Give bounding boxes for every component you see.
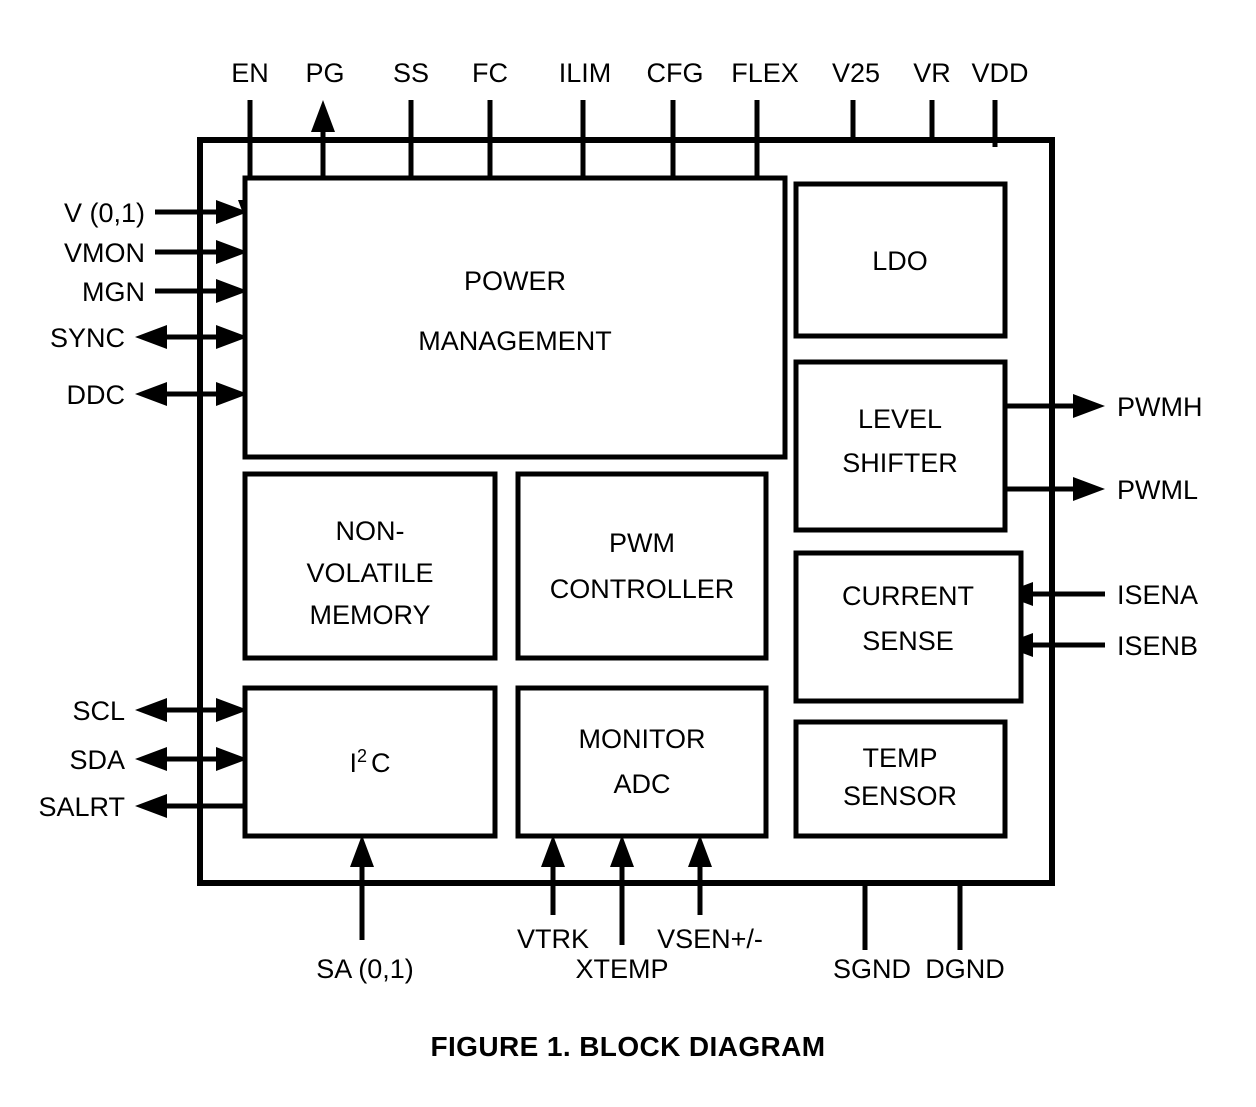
pin-wire-xtemp bbox=[610, 835, 634, 945]
block-monitor-adc bbox=[515, 685, 769, 839]
block-temp-sensor bbox=[793, 719, 1008, 839]
arrow-right-icon bbox=[1073, 477, 1105, 501]
pin-label-vmon: VMON bbox=[64, 238, 145, 268]
block-power-management bbox=[242, 175, 788, 460]
block-label-current-sense-line2: SENSE bbox=[862, 626, 954, 656]
block-label-power-management-line2: MANAGEMENT bbox=[418, 326, 612, 356]
block-label-ldo: LDO bbox=[872, 246, 928, 276]
block-label-level-shifter-line1: LEVEL bbox=[858, 404, 942, 434]
pin-wire-vtrk bbox=[541, 835, 565, 915]
block-label-current-sense-line1: CURRENT bbox=[842, 581, 974, 611]
i2c-suffix: C bbox=[371, 748, 391, 778]
arrow-right-icon bbox=[216, 240, 248, 264]
pin-label-sa01: SA (0,1) bbox=[316, 954, 414, 984]
pin-wire-sa01 bbox=[350, 835, 374, 940]
pin-label-pwmh: PWMH bbox=[1117, 392, 1202, 422]
block-label-monitor-adc-line2: ADC bbox=[613, 769, 670, 799]
block-ldo bbox=[793, 181, 1008, 339]
arrow-up-icon bbox=[350, 835, 374, 867]
arrow-right-icon bbox=[216, 325, 248, 349]
pin-label-xtemp: XTEMP bbox=[575, 954, 668, 984]
arrow-left-icon bbox=[135, 794, 167, 818]
pin-label-pg: PG bbox=[305, 58, 344, 88]
block-label-level-shifter-line2: SHIFTER bbox=[842, 448, 958, 478]
block-label-pwm-controller-line2: CONTROLLER bbox=[550, 574, 735, 604]
chip-outline bbox=[197, 137, 1055, 886]
pin-label-isena: ISENA bbox=[1117, 580, 1198, 610]
pin-label-scl: SCL bbox=[72, 696, 125, 726]
pin-wire-vsen bbox=[688, 835, 712, 915]
pin-label-en: EN bbox=[231, 58, 269, 88]
block-pwm-controller bbox=[515, 471, 769, 661]
pin-label-vsen: VSEN+/- bbox=[657, 924, 763, 954]
pin-label-v01: V (0,1) bbox=[64, 198, 145, 228]
pin-wire-pwmh bbox=[1003, 394, 1105, 418]
pin-label-sgnd: SGND bbox=[833, 954, 911, 984]
i2c-superscript: 2 bbox=[357, 746, 367, 766]
arrow-right-icon bbox=[216, 698, 248, 722]
arrow-left-icon bbox=[135, 382, 167, 406]
arrow-right-icon bbox=[216, 382, 248, 406]
pin-label-v25: V25 bbox=[832, 58, 880, 88]
block-label-monitor-adc-line1: MONITOR bbox=[579, 724, 706, 754]
block-current-sense bbox=[793, 550, 1024, 704]
pin-label-vtrk: VTRK bbox=[517, 924, 589, 954]
pin-label-flex: FLEX bbox=[731, 58, 799, 88]
pin-label-dgnd: DGND bbox=[925, 954, 1005, 984]
pin-label-isenb: ISENB bbox=[1117, 631, 1198, 661]
pin-wire-pwml bbox=[1003, 477, 1105, 501]
pin-label-vr: VR bbox=[913, 58, 951, 88]
pin-label-sda: SDA bbox=[69, 745, 125, 775]
arrow-up-icon bbox=[610, 835, 634, 867]
arrow-right-icon bbox=[216, 747, 248, 771]
pin-label-cfg: CFG bbox=[647, 58, 704, 88]
pin-wire-sda bbox=[135, 747, 248, 771]
pin-label-fc: FC bbox=[472, 58, 508, 88]
figure-caption: FIGURE 1. BLOCK DIAGRAM bbox=[431, 1031, 826, 1062]
pin-label-ddc: DDC bbox=[67, 380, 126, 410]
block-i2c bbox=[242, 685, 498, 839]
pin-label-salrt: SALRT bbox=[38, 792, 125, 822]
arrow-right-icon bbox=[216, 279, 248, 303]
block-label-power-management-line1: POWER bbox=[464, 266, 566, 296]
pin-label-mgn: MGN bbox=[82, 277, 145, 307]
pin-wire-sync bbox=[135, 325, 248, 349]
pin-wire-vmon bbox=[155, 240, 248, 264]
block-label-temp-sensor-line2: SENSOR bbox=[843, 781, 957, 811]
pin-wire-salrt bbox=[135, 794, 248, 818]
arrow-right-icon bbox=[1073, 394, 1105, 418]
pin-label-vdd: VDD bbox=[971, 58, 1028, 88]
arrow-left-icon bbox=[135, 325, 167, 349]
pin-wire-v01 bbox=[155, 200, 248, 224]
block-label-nvm-line1: NON- bbox=[336, 516, 405, 546]
arrow-up-icon bbox=[541, 835, 565, 867]
block-label-pwm-controller-line1: PWM bbox=[609, 528, 675, 558]
arrow-left-icon bbox=[135, 698, 167, 722]
i2c-base: I bbox=[349, 748, 357, 778]
block-label-nvm-line2: VOLATILE bbox=[306, 558, 433, 588]
pin-label-ss: SS bbox=[393, 58, 429, 88]
pin-label-sync: SYNC bbox=[50, 323, 125, 353]
arrow-right-icon bbox=[216, 200, 248, 224]
block-label-temp-sensor-line1: TEMP bbox=[862, 743, 937, 773]
arrow-up-icon bbox=[688, 835, 712, 867]
block-non-volatile-memory bbox=[242, 471, 498, 661]
block-level-shifter bbox=[793, 359, 1008, 533]
pin-wire-scl bbox=[135, 698, 248, 722]
arrow-left-icon bbox=[135, 747, 167, 771]
pin-label-pwml: PWML bbox=[1117, 475, 1198, 505]
pin-wire-mgn bbox=[155, 279, 248, 303]
arrow-up-icon bbox=[311, 100, 335, 132]
pin-label-ilim: ILIM bbox=[559, 58, 612, 88]
pin-wire-ddc bbox=[135, 382, 248, 406]
block-label-nvm-line3: MEMORY bbox=[309, 600, 430, 630]
